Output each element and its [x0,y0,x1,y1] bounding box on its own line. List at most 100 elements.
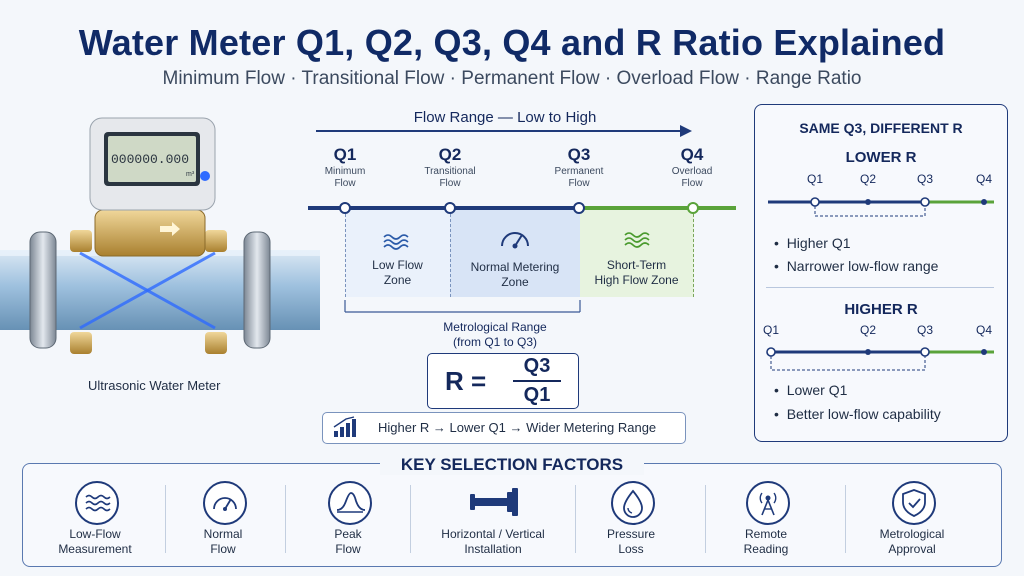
high-zone-line1: Short-Term [606,258,667,272]
factor-7-line2: Approval [888,542,936,556]
higher-q4: Q4 [975,323,992,337]
higher-bullet-1: • Lower Q1 [774,382,848,398]
shield-icon [902,489,926,517]
lower-q3: Q3 [916,172,933,186]
q4-marker [687,202,699,214]
flow-range-arrow [316,125,692,137]
r-note-box [322,412,686,444]
metrological-range-bracket [344,300,581,313]
q1-sub1: Minimum [324,166,366,177]
q2-sub1: Transitional [424,166,476,177]
high-zone-line2: High Flow Zone [594,273,679,287]
r-formula-denominator: Q1 [523,384,551,406]
factor-2-line2: Flow [210,542,236,556]
factor-divider [410,485,411,553]
r-formula-fraction-bar [513,380,561,382]
normal-zone-line2: Zone [501,275,529,289]
page-title: Water Meter Q1, Q2, Q3, Q4 and R Ratio E… [78,22,946,63]
factor-divider [165,485,166,553]
low-flow-zone-line1: Low Flow [372,258,423,272]
ultrasonic-meter-icon: 000000.000 m³ [0,117,320,354]
q3-sub1: Permanent [554,166,604,177]
factor-6-line2: Reading [743,542,789,556]
q4-sub2: Flow [681,178,703,189]
factor-divider [705,485,706,553]
higher-q3: Q3 [916,323,933,337]
factor-low-flow [75,481,119,525]
normal-metering-zone [450,209,581,297]
peak-icon [336,492,366,513]
high-flow-zone [580,209,694,297]
factor-7-line1: Metrological [879,527,945,541]
r-formula-numerator: Q3 [523,355,551,377]
same-q3-panel [754,104,1008,442]
q4-label: Q4 [680,145,704,164]
waves-icon [383,234,409,250]
meter-illustration: 000000.000 m³ [0,110,320,380]
lower-q4: Q4 [975,172,992,186]
lower-q2: Q2 [859,172,876,186]
r-formula-lhs: R = [445,366,487,396]
factor-3-line1: Peak [334,527,362,541]
flow-line [308,202,736,214]
factor-peak-flow [328,481,372,525]
flow-range-label: Flow Range — Low to High [413,109,597,126]
meter-display-value: 000000.000 [111,152,189,167]
lower-q1: Q1 [806,172,823,186]
factor-remote-reading [746,481,790,525]
green-waves-icon [624,232,650,248]
lower-r-heading: LOWER R [845,149,917,166]
q3-label: Q3 [567,145,591,164]
meter-caption: Ultrasonic Water Meter [88,378,221,393]
q4-sub1: Overload [671,166,713,177]
factor-2-line1: Normal [203,527,243,541]
q2-sub2: Flow [439,178,461,189]
lower-bullet-1: • Higher Q1 [774,235,851,251]
antenna-icon [759,492,777,516]
side-panel-title: SAME Q3, DIFFERENT R [799,120,963,136]
key-factors-title: KEY SELECTION FACTORS [380,455,644,475]
q3-marker [573,202,585,214]
lower-bullet-2: • Narrower low-flow range [774,258,939,274]
low-flow-zone [345,209,451,297]
factor-3-line2: Flow [335,542,361,556]
bar-chart-up-icon [333,416,356,437]
metrological-range-sub: (from Q1 to Q3) [452,335,538,349]
factor-pressure-loss [611,481,655,525]
gauge-icon [501,232,529,249]
factor-1-line2: Measurement [58,542,132,556]
q1-marker [339,202,351,214]
r-note-text: Higher R → Lower Q1 → Wider Metering Ran… [378,420,657,435]
waves-icon [85,494,111,512]
q1-sub2: Flow [334,178,356,189]
normal-zone-line1: Normal Metering [470,260,560,274]
q1-label: Q1 [333,145,357,164]
gauge-icon [213,497,237,511]
low-flow-zone-line2: Zone [383,273,412,287]
higher-bullet-2: • Better low-flow capability [774,406,941,422]
q2-marker [444,202,456,214]
meter-display-unit: m³ [186,171,195,178]
lower-bullet-2-text: Narrower low-flow range [786,258,939,274]
side-panel-divider [766,287,994,288]
drop-icon [623,489,643,518]
pipe-icon [470,488,518,516]
lower-r-line [768,197,994,217]
higher-bullet-2-text: Better low-flow capability [786,406,941,422]
higher-r-line [766,347,994,371]
factor-6-line1: Remote [744,527,788,541]
higher-q1: Q1 [762,323,779,337]
factor-1-line1: Low-Flow [69,527,121,541]
higher-r-heading: HIGHER R [844,301,918,318]
lower-bullet-1-text: Higher Q1 [786,235,851,251]
factor-4-line1: Horizontal / Vertical [441,527,545,541]
higher-q2: Q2 [859,323,876,337]
factor-5-line2: Loss [618,542,644,556]
q2-label: Q2 [438,145,462,164]
factor-4-line2: Installation [464,542,522,556]
factor-normal-flow [203,481,247,525]
page-subtitle: Minimum Flow · Transitional Flow · Perma… [162,68,862,89]
factor-divider [845,485,846,553]
metrological-range-label: Metrological Range [443,320,547,334]
factor-divider [575,485,576,553]
